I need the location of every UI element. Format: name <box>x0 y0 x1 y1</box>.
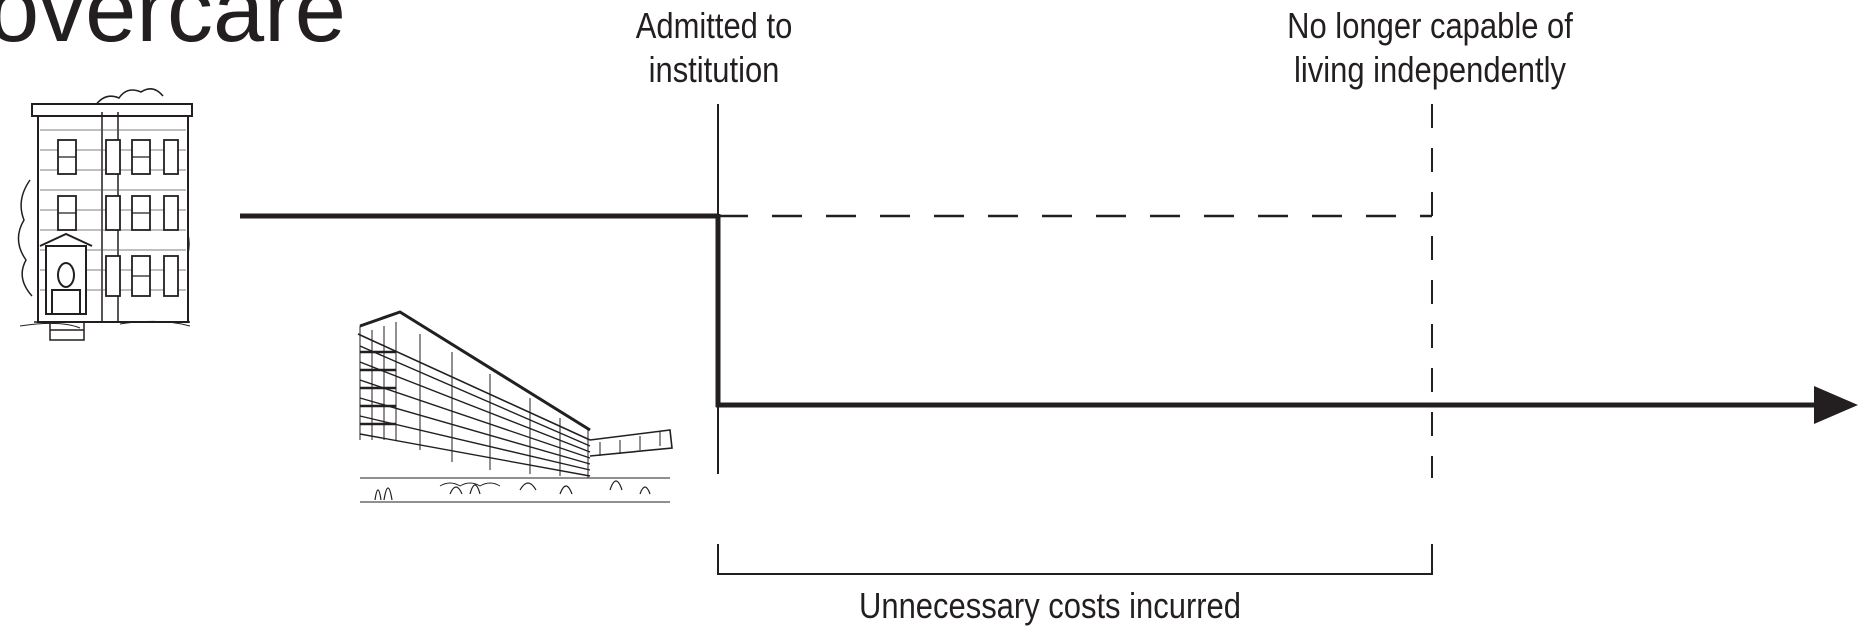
admitted-label: Admitted to institution <box>611 4 817 92</box>
not-capable-label: No longer capable of living independentl… <box>1258 4 1602 92</box>
page-title-fragment: overcare <box>0 0 346 61</box>
admitted-label-line-1: Admitted to <box>635 5 793 46</box>
unnecessary-costs-bracket <box>717 544 1433 575</box>
institution-building-drawing-icon <box>357 310 673 503</box>
admitted-label-line-2: institution <box>648 49 780 90</box>
unnecessary-costs-label: Unnecessary costs incurred <box>858 585 1242 626</box>
townhouse-drawing-icon <box>17 88 193 341</box>
not-capable-label-line-1: No longer capable of <box>1287 5 1573 46</box>
timeline-arrowhead <box>1814 386 1858 424</box>
not-capable-label-line-2: living independently <box>1294 49 1566 90</box>
